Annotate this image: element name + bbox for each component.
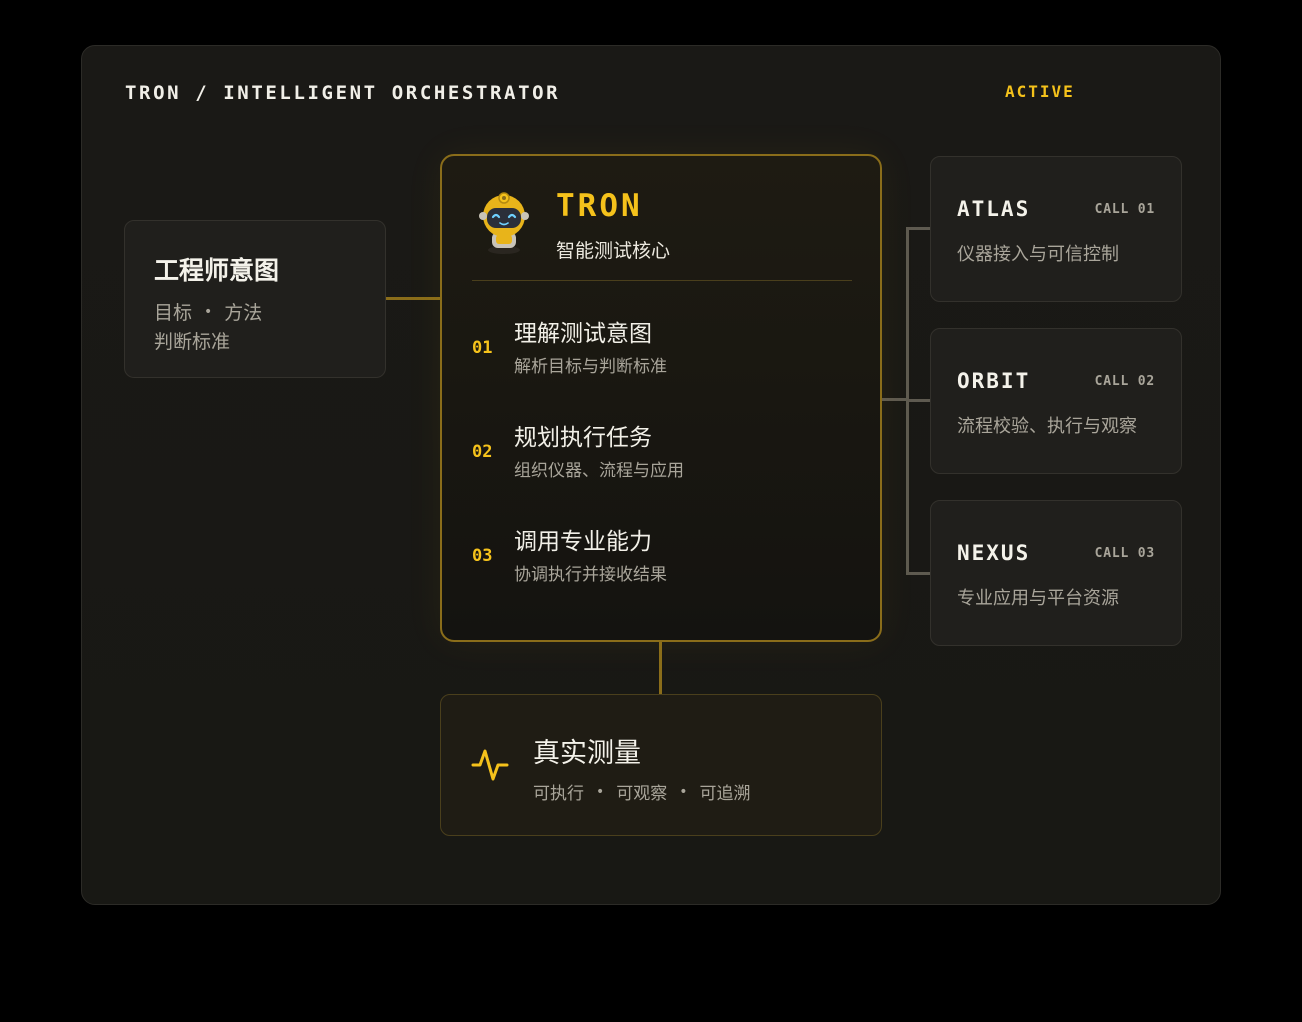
agent-call-badge: CALL 02 <box>1094 374 1155 389</box>
core-subtitle: 智能测试核心 <box>556 240 671 262</box>
intent-methods: 目标 • 方法 <box>154 298 262 325</box>
measure-prop-executable: 可执行 <box>533 784 584 804</box>
agent-card-nexus: NEXUS CALL 03 专业应用与平台资源 <box>930 500 1182 646</box>
agent-name: NEXUS <box>957 541 1031 565</box>
measure-card: 真实测量 可执行 • 可观察 • 可追溯 <box>440 694 882 836</box>
step-item: 02 规划执行任务 组织仪器、流程与应用 <box>472 418 852 488</box>
core-divider <box>472 280 852 281</box>
agent-call-badge: CALL 01 <box>1094 202 1155 217</box>
agent-card-atlas: ATLAS CALL 01 仪器接入与可信控制 <box>930 156 1182 302</box>
step-title: 规划执行任务 <box>514 425 652 451</box>
status-badge: ACTIVE <box>1005 82 1075 101</box>
robot-icon <box>479 192 529 254</box>
measure-title: 真实测量 <box>533 738 641 769</box>
step-desc: 协调执行并接收结果 <box>514 565 667 585</box>
step-item: 03 调用专业能力 协调执行并接收结果 <box>472 522 852 592</box>
connector-intent-core <box>386 297 441 300</box>
step-title: 调用专业能力 <box>514 529 652 555</box>
agent-name: ORBIT <box>957 369 1031 393</box>
step-item: 01 理解测试意图 解析目标与判断标准 <box>472 314 852 384</box>
measure-prop-observable: 可观察 <box>616 784 668 804</box>
separator-dot: • <box>204 303 213 320</box>
agent-name: ATLAS <box>957 197 1031 221</box>
page-title: TRON / INTELLIGENT ORCHESTRATOR <box>125 82 561 104</box>
step-title: 理解测试意图 <box>514 321 652 347</box>
agent-desc: 专业应用与平台资源 <box>957 588 1119 609</box>
intent-title: 工程师意图 <box>154 256 280 285</box>
intent-method-approach: 方法 <box>224 302 263 324</box>
intent-method-goal: 目标 <box>154 302 193 324</box>
connector-core-measure <box>659 641 662 695</box>
step-number: 02 <box>472 442 493 462</box>
connector-agent-nexus <box>906 572 931 575</box>
connector-agent-atlas <box>906 227 931 230</box>
connector-core-agents <box>881 398 908 401</box>
agent-card-orbit: ORBIT CALL 02 流程校验、执行与观察 <box>930 328 1182 474</box>
step-desc: 组织仪器、流程与应用 <box>514 461 684 481</box>
agent-call-badge: CALL 03 <box>1094 546 1155 561</box>
agent-desc: 仪器接入与可信控制 <box>957 244 1119 265</box>
intent-criteria: 判断标准 <box>154 331 231 353</box>
core-card: TRON 智能测试核心 01 理解测试意图 解析目标与判断标准 02 规划执行任… <box>440 154 882 642</box>
step-number: 03 <box>472 546 493 566</box>
core-name: TRON <box>556 188 643 224</box>
separator-dot: • <box>679 783 688 800</box>
intent-card: 工程师意图 目标 • 方法 判断标准 <box>124 220 386 378</box>
separator-dot: • <box>596 783 605 800</box>
connector-agent-orbit <box>906 399 931 402</box>
step-desc: 解析目标与判断标准 <box>514 357 667 377</box>
measure-prop-traceable: 可追溯 <box>699 784 751 804</box>
measure-props: 可执行 • 可观察 • 可追溯 <box>533 779 751 805</box>
pulse-icon <box>471 749 509 781</box>
agent-desc: 流程校验、执行与观察 <box>957 416 1137 437</box>
step-number: 01 <box>472 338 493 358</box>
